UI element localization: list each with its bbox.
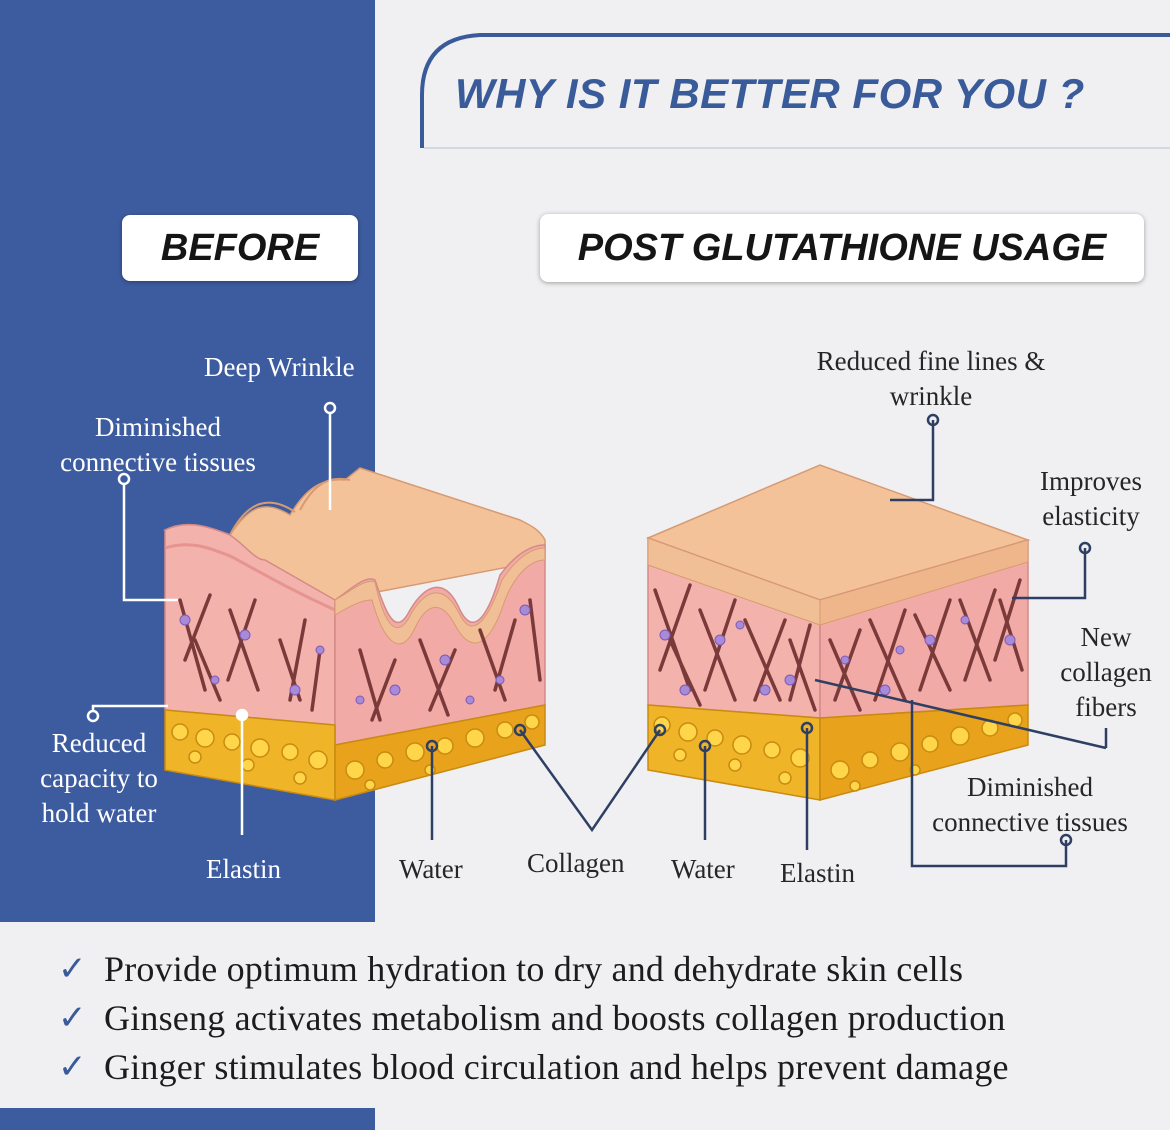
label-line: connective tissues bbox=[932, 807, 1128, 837]
check-icon: ✓ bbox=[58, 948, 87, 989]
label-before-diminished: Diminished connective tissues bbox=[48, 410, 268, 480]
list-item: ✓ Ginseng activates metabolism and boost… bbox=[58, 993, 1009, 1042]
header-frame bbox=[420, 33, 1170, 148]
label-after-elastin: Elastin bbox=[780, 858, 855, 888]
before-label-box: BEFORE bbox=[122, 215, 358, 281]
label-line: New bbox=[1080, 622, 1132, 652]
label-line: Reduced fine lines & bbox=[816, 346, 1046, 376]
label-line: capacity to bbox=[40, 763, 158, 793]
label-line: Reduced bbox=[51, 728, 147, 758]
bottom-blue-strip bbox=[0, 1108, 375, 1130]
after-label: POST GLUTATHIONE USAGE bbox=[577, 226, 1107, 269]
label-line: collagen bbox=[1060, 657, 1152, 687]
label-line: connective tissues bbox=[60, 447, 256, 477]
label-line: wrinkle bbox=[889, 381, 973, 411]
check-icon: ✓ bbox=[58, 1046, 87, 1087]
before-skin-block bbox=[163, 467, 546, 801]
center-leader-lines bbox=[425, 721, 814, 850]
label-reduced-fine-lines: Reduced fine lines & wrinkle bbox=[800, 344, 1062, 414]
benefit-text: Provide optimum hydration to dry and deh… bbox=[104, 948, 964, 989]
label-line: fibers bbox=[1075, 692, 1137, 722]
benefit-text: Ginger stimulates blood circulation and … bbox=[104, 1046, 1009, 1087]
check-icon: ✓ bbox=[58, 997, 87, 1038]
label-water-left: Water bbox=[399, 854, 463, 884]
label-water-right: Water bbox=[671, 854, 735, 884]
label-line: Diminished bbox=[967, 772, 1093, 802]
label-after-diminished: Diminished connective tissues bbox=[918, 770, 1142, 840]
after-skin-block bbox=[645, 464, 1031, 801]
label-improves-elasticity: Improves elasticity bbox=[1030, 464, 1152, 534]
label-reduced-capacity: Reduced capacity to hold water bbox=[28, 726, 170, 831]
after-leader-lines bbox=[814, 413, 1108, 868]
before-leader-lines bbox=[86, 401, 337, 835]
label-line: Diminished bbox=[95, 412, 221, 442]
benefit-text: Ginseng activates metabolism and boosts … bbox=[104, 997, 1006, 1038]
benefit-list: ✓ Provide optimum hydration to dry and d… bbox=[58, 944, 1009, 1091]
list-item: ✓ Provide optimum hydration to dry and d… bbox=[58, 944, 1009, 993]
label-before-elastin: Elastin bbox=[206, 854, 281, 884]
label-line: elasticity bbox=[1042, 501, 1140, 531]
after-label-box: POST GLUTATHIONE USAGE bbox=[540, 214, 1144, 282]
label-line: hold water bbox=[41, 798, 157, 828]
list-item: ✓ Ginger stimulates blood circulation an… bbox=[58, 1042, 1009, 1091]
before-label: BEFORE bbox=[160, 226, 320, 269]
page-title: WHY IS IT BETTER FOR YOU ? bbox=[455, 70, 1085, 117]
label-new-collagen: New collagen fibers bbox=[1050, 620, 1162, 725]
label-deep-wrinkle: Deep Wrinkle bbox=[204, 352, 355, 382]
label-collagen: Collagen bbox=[527, 848, 625, 878]
label-line: Improves bbox=[1040, 466, 1142, 496]
